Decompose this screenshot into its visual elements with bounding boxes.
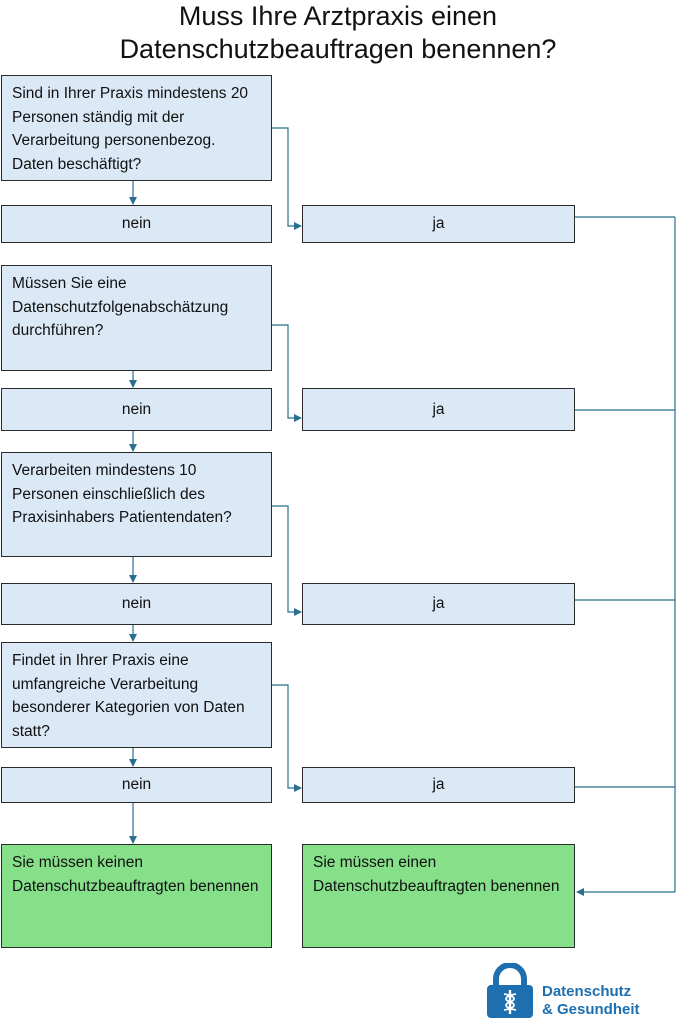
padlock-logo-icon [487,963,533,1018]
title-line-2: Datenschutzbeauftragen benennen? [119,34,557,64]
page-title: Muss Ihre Arztpraxis einen Datenschutzbe… [0,0,676,66]
ja-box-3: ja [302,583,575,625]
ja-box-4: ja [302,767,575,803]
nein-box-2: nein [1,388,272,431]
question-3-text: Verarbeiten mindestens 10 Personen einsc… [12,462,232,526]
question-4-text: Findet in Ihrer Praxis eine umfangreiche… [12,652,245,740]
question-1-box: Sind in Ihrer Praxis mindestens 20 Perso… [1,75,272,181]
question-2-box: Müssen Sie eine Datenschutzfolgenabschät… [1,265,272,371]
question-2-text: Müssen Sie eine Datenschutzfolgenabschät… [12,275,229,339]
ja-box-1: ja [302,205,575,243]
logo-text: Datenschutz & Gesundheit [542,983,640,1019]
ja-label: ja [432,215,445,233]
nein-box-4: nein [1,767,272,803]
title-line-1: Muss Ihre Arztpraxis einen [178,1,498,31]
nein-label: nein [121,776,152,794]
question-3-box: Verarbeiten mindestens 10 Personen einsc… [1,452,272,557]
result-dpo-box: Sie müssen einen Datenschutzbeauftragten… [302,844,575,948]
result-no-dpo-text: Sie müssen keinen Datenschutzbeauftragte… [12,854,259,895]
nein-label: nein [121,595,152,613]
arrow-q1-ja [272,127,302,230]
question-1-text: Sind in Ihrer Praxis mindestens 20 Perso… [12,85,249,173]
logo-line-1: Datenschutz [542,983,632,1000]
result-dpo-text: Sie müssen einen Datenschutzbeauftragten… [313,854,560,895]
question-4-box: Findet in Ihrer Praxis eine umfangreiche… [1,642,272,748]
logo-line-2: & Gesundheit [542,1001,640,1018]
ja-box-2: ja [302,388,575,431]
nein-label: nein [121,400,152,418]
nein-label: nein [121,215,152,233]
nein-box-3: nein [1,583,272,625]
arrow-q3-ja [272,505,302,616]
ja-label: ja [432,400,445,418]
result-no-dpo-box: Sie müssen keinen Datenschutzbeauftragte… [1,844,272,948]
ja-label: ja [432,776,445,794]
arrow-q4-ja [272,684,302,792]
nein-box-1: nein [1,205,272,243]
arrow-q2-ja [272,324,302,422]
ja-label: ja [432,595,445,613]
